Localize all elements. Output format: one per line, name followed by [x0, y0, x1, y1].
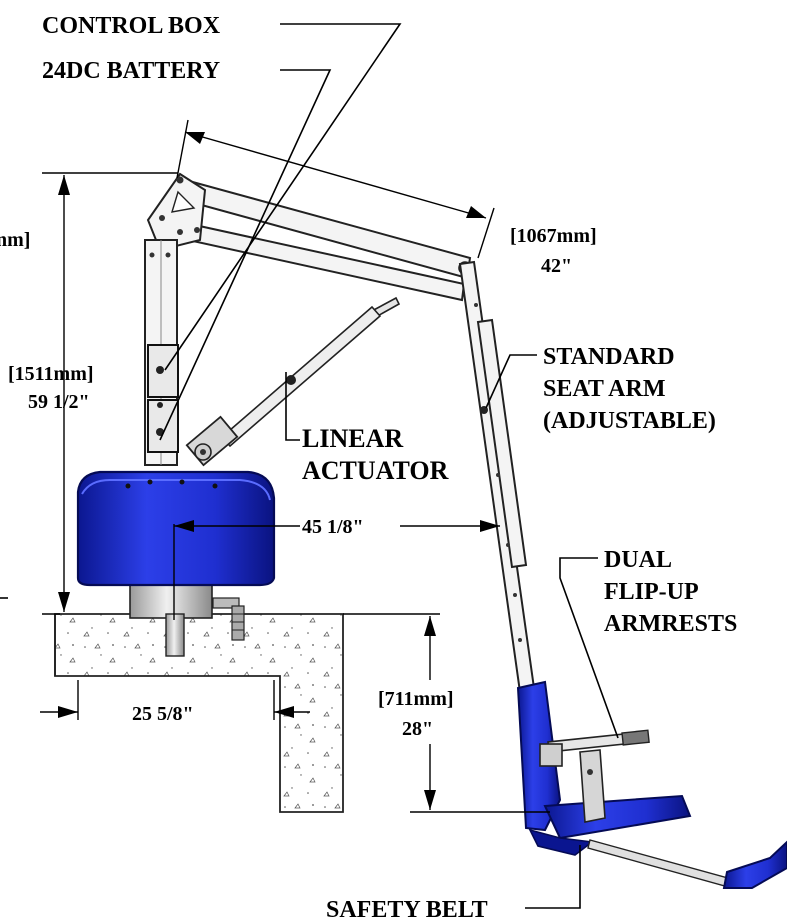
label-armrests-2: FLIP-UP — [604, 579, 699, 605]
label-boom-in: 42" — [541, 255, 572, 277]
label-depth-mm: [711mm] — [378, 688, 454, 710]
label-height-in: 59 1/2" — [28, 391, 90, 413]
label-depth-in: 28" — [402, 718, 433, 740]
label-seat-arm-1: STANDARD — [543, 344, 675, 370]
label-safety-belt: SAFETY BELT — [326, 897, 488, 921]
dimension-base — [40, 680, 310, 720]
label-base-in: 25 5/8" — [132, 703, 194, 725]
label-actuator-1: LINEAR — [302, 424, 403, 453]
label-battery: 24DC BATTERY — [42, 58, 220, 84]
label-seat-arm-2: SEAT ARM — [543, 376, 665, 402]
dimension-boom — [176, 119, 495, 259]
control-box — [147, 344, 179, 398]
dimension-depth — [343, 613, 550, 813]
labels: CONTROL BOX 24DC BATTERY nm] [1067mm] 42… — [0, 13, 737, 921]
battery-pack — [147, 399, 179, 453]
label-seat-arm-3: (ADJUSTABLE) — [543, 408, 716, 434]
label-armrests-1: DUAL — [604, 547, 672, 573]
linear-actuator — [185, 296, 401, 467]
label-cut-left: nm] — [0, 229, 30, 251]
label-height-mm: [1511mm] — [8, 363, 94, 385]
label-boom-mm: [1067mm] — [510, 225, 597, 247]
label-reach-in: 45 1/8" — [302, 516, 364, 538]
label-armrests-3: ARMRESTS — [604, 611, 737, 637]
seat-arm — [458, 260, 536, 694]
seat-assembly — [516, 680, 787, 889]
dimension-reach — [173, 520, 500, 620]
label-control-box: CONTROL BOX — [42, 13, 221, 39]
label-actuator-2: ACTUATOR — [302, 456, 449, 485]
dimension-height — [42, 172, 178, 615]
leader-lines — [0, 23, 619, 909]
concrete-deck — [54, 613, 344, 813]
base-housing — [76, 470, 276, 657]
boom-arm — [146, 172, 472, 302]
